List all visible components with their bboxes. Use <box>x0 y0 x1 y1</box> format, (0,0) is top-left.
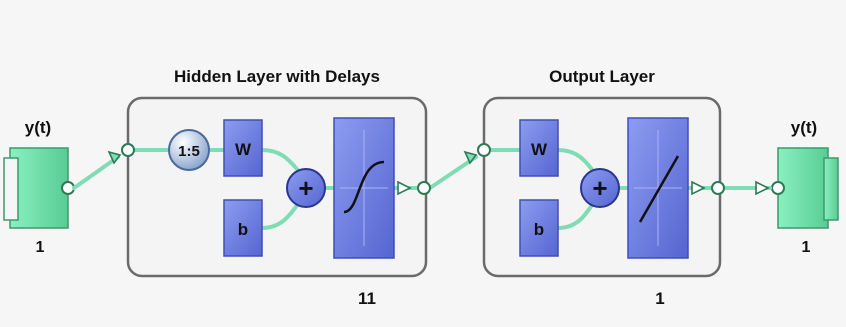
output-input-node <box>477 143 491 157</box>
input-label: y(t) <box>25 118 51 137</box>
sigmoid-curve-icon <box>343 160 385 214</box>
arrowhead-to-output <box>463 150 478 165</box>
hidden-to-output-connector <box>428 155 478 190</box>
output-label: y(t) <box>791 118 817 137</box>
hidden-weight-block: W <box>223 119 263 177</box>
output-transfer-block <box>627 117 689 259</box>
arrowhead-final <box>755 180 770 196</box>
junction-nodes <box>121 143 725 195</box>
output-bias-block: b <box>519 199 559 257</box>
arrowhead-input <box>107 150 122 165</box>
input-block <box>3 147 75 229</box>
hidden-input-node <box>121 143 135 157</box>
hidden-weight-label: W <box>235 140 252 159</box>
hidden-output-node <box>417 181 431 195</box>
output-output-node <box>711 181 725 195</box>
hidden-transfer-block <box>333 117 395 259</box>
output-weight-label: W <box>531 140 548 159</box>
hidden-sum-node: + <box>286 168 326 208</box>
output-block <box>771 147 839 229</box>
output-weight-block: W <box>519 119 559 177</box>
output-sum-node: + <box>580 168 620 208</box>
hidden-layer-size: 11 <box>358 289 376 308</box>
hidden-bias-block: b <box>223 199 263 257</box>
output-size: 1 <box>802 239 811 256</box>
linear-line-icon <box>638 155 680 223</box>
output-sum-symbol: + <box>592 173 607 203</box>
input-to-hidden-connector <box>72 155 120 190</box>
delay-label: 1:5 <box>178 143 200 160</box>
hidden-sum-symbol: + <box>298 173 313 203</box>
output-layer-title: Output Layer <box>549 67 655 86</box>
hidden-bias-label: b <box>238 220 248 239</box>
output-bias-label: b <box>534 220 544 239</box>
arrowhead-output-out <box>691 180 706 196</box>
hidden-layer-title: Hidden Layer with Delays <box>174 67 380 86</box>
arrowheads <box>107 150 770 196</box>
arrowhead-hidden-out <box>397 180 412 196</box>
output-layer-size: 1 <box>655 289 664 308</box>
delay-block: 1:5 <box>168 129 210 171</box>
input-size: 1 <box>36 239 45 256</box>
